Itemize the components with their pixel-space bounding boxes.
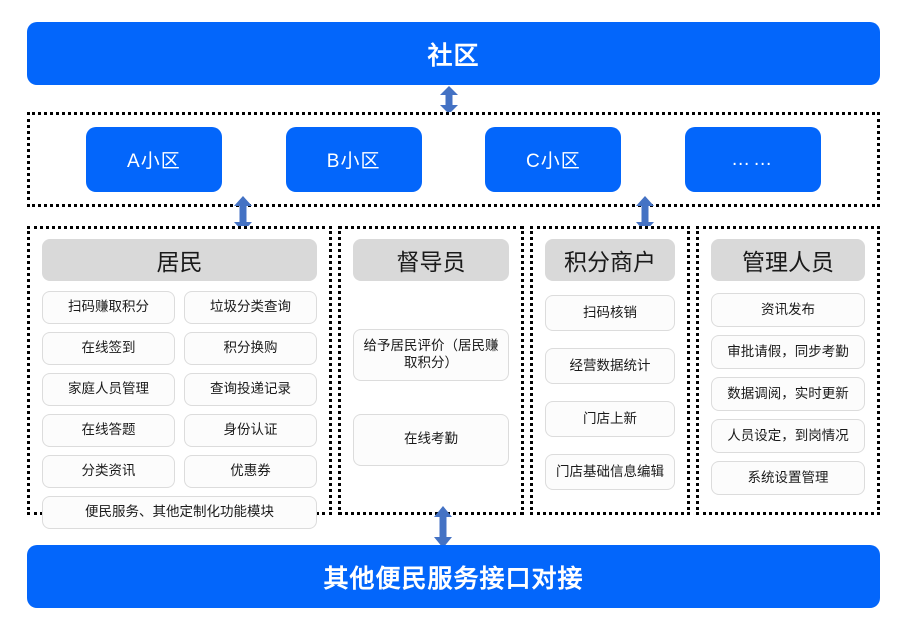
role-column-administrator: 管理人员 资讯发布 审批请假，同步考勤 数据调阅，实时更新 人员设定，到岗情况 … [696,226,880,515]
role-item-label: 分类资讯 [81,463,136,479]
community-banner: 社区 [27,22,880,85]
role-item[interactable]: 分类资讯 [42,455,175,488]
role-item-label: 给予居民评价（居民赚取积分） [363,338,499,371]
role-item[interactable]: 扫码核销 [545,295,675,331]
district-chip-a[interactable]: A小区 [85,127,222,192]
role-item[interactable]: 垃圾分类查询 [184,291,317,324]
connector-roles-to-services [434,506,452,548]
role-title-administrator: 管理人员 [711,239,865,281]
role-item[interactable]: 数据调阅，实时更新 [711,377,865,411]
roles-area: 居民 扫码赚取积分 垃圾分类查询 在线签到 积分换购 家庭人员管理 查询投递记录… [27,226,880,529]
role-item[interactable]: 资讯发布 [711,293,865,327]
role-item-label: 垃圾分类查询 [210,299,291,315]
role-item[interactable]: 在线答题 [42,414,175,447]
role-item[interactable]: 门店上新 [545,401,675,437]
role-item-label: 在线答题 [81,422,136,438]
role-item-label: 系统设置管理 [747,469,829,485]
role-item[interactable]: 门店基础信息编辑 [545,454,675,490]
role-item-label: 优惠券 [230,463,271,479]
districts-container: A小区 B小区 C小区 …… [27,112,880,207]
role-item-label: 审批请假，同步考勤 [727,343,849,359]
role-item-label: 门店上新 [583,410,637,426]
role-title-supervisor: 督导员 [353,239,509,281]
district-chip-c[interactable]: C小区 [485,127,622,192]
role-title-administrator-label: 管理人员 [742,249,834,275]
role-items-merchant: 扫码核销 经营数据统计 门店上新 门店基础信息编辑 [545,291,675,512]
role-item-label: 资讯发布 [761,301,815,317]
role-title-residents: 居民 [42,239,317,281]
district-chip-b-label: B小区 [326,151,381,172]
role-title-merchant-label: 积分商户 [564,249,656,275]
role-item-label: 身份认证 [223,422,278,438]
district-chip-a-label: A小区 [127,151,181,172]
role-column-supervisor: 督导员 给予居民评价（居民赚取积分） 在线考勤 [338,226,524,515]
role-item-label: 在线签到 [81,340,136,356]
role-item-label: 数据调阅，实时更新 [727,385,849,401]
role-item[interactable]: 审批请假，同步考勤 [711,335,865,369]
role-item[interactable]: 家庭人员管理 [42,373,175,406]
role-items-supervisor: 给予居民评价（居民赚取积分） 在线考勤 [353,291,509,512]
role-item-label: 积分换购 [223,340,278,356]
role-item[interactable]: 扫码赚取积分 [42,291,175,324]
district-chip-b[interactable]: B小区 [285,127,422,192]
role-item-label: 查询投递记录 [210,381,291,397]
role-item-label: 便民服务、其他定制化功能模块 [85,504,274,520]
role-column-merchant: 积分商户 扫码核销 经营数据统计 门店上新 门店基础信息编辑 [530,226,690,515]
role-item-label: 门店基础信息编辑 [556,463,664,479]
role-item[interactable]: 积分换购 [184,332,317,365]
role-item[interactable]: 人员设定，到岗情况 [711,419,865,453]
role-items-residents: 扫码赚取积分 垃圾分类查询 在线签到 积分换购 家庭人员管理 查询投递记录 在线… [42,291,317,529]
role-item[interactable]: 身份认证 [184,414,317,447]
role-column-residents: 居民 扫码赚取积分 垃圾分类查询 在线签到 积分换购 家庭人员管理 查询投递记录… [27,226,332,529]
role-item[interactable]: 在线签到 [42,332,175,365]
role-item[interactable]: 在线考勤 [353,413,509,466]
role-item-label: 人员设定，到岗情况 [727,427,849,443]
connector-districts-to-merchants [636,196,654,232]
district-chip-more[interactable]: …… [685,127,822,192]
services-banner-label: 其他便民服务接口对接 [323,564,584,593]
role-item-label: 在线考勤 [404,431,458,447]
role-title-residents-label: 居民 [156,249,203,275]
role-item-label: 扫码核销 [583,304,637,320]
role-item[interactable]: 经营数据统计 [545,348,675,384]
connector-community-to-districts [440,86,458,114]
role-item[interactable]: 优惠券 [184,455,317,488]
districts-row: A小区 B小区 C小区 …… [30,115,877,204]
role-title-supervisor-label: 督导员 [396,249,466,275]
connector-districts-to-residents [234,196,252,232]
services-banner: 其他便民服务接口对接 [27,545,880,608]
district-chip-c-label: C小区 [526,151,581,172]
role-item[interactable]: 给予居民评价（居民赚取积分） [353,329,509,382]
role-item-label: 扫码赚取积分 [68,299,149,315]
role-title-merchant: 积分商户 [545,239,675,281]
community-banner-label: 社区 [427,41,480,70]
role-item[interactable]: 系统设置管理 [711,461,865,495]
role-item-label: 经营数据统计 [569,357,651,373]
role-items-administrator: 资讯发布 审批请假，同步考勤 数据调阅，实时更新 人员设定，到岗情况 系统设置管… [711,291,865,525]
role-item-label: 家庭人员管理 [68,381,149,397]
district-chip-more-label: …… [731,148,776,170]
role-item[interactable]: 便民服务、其他定制化功能模块 [42,496,317,529]
role-item[interactable]: 查询投递记录 [184,373,317,406]
